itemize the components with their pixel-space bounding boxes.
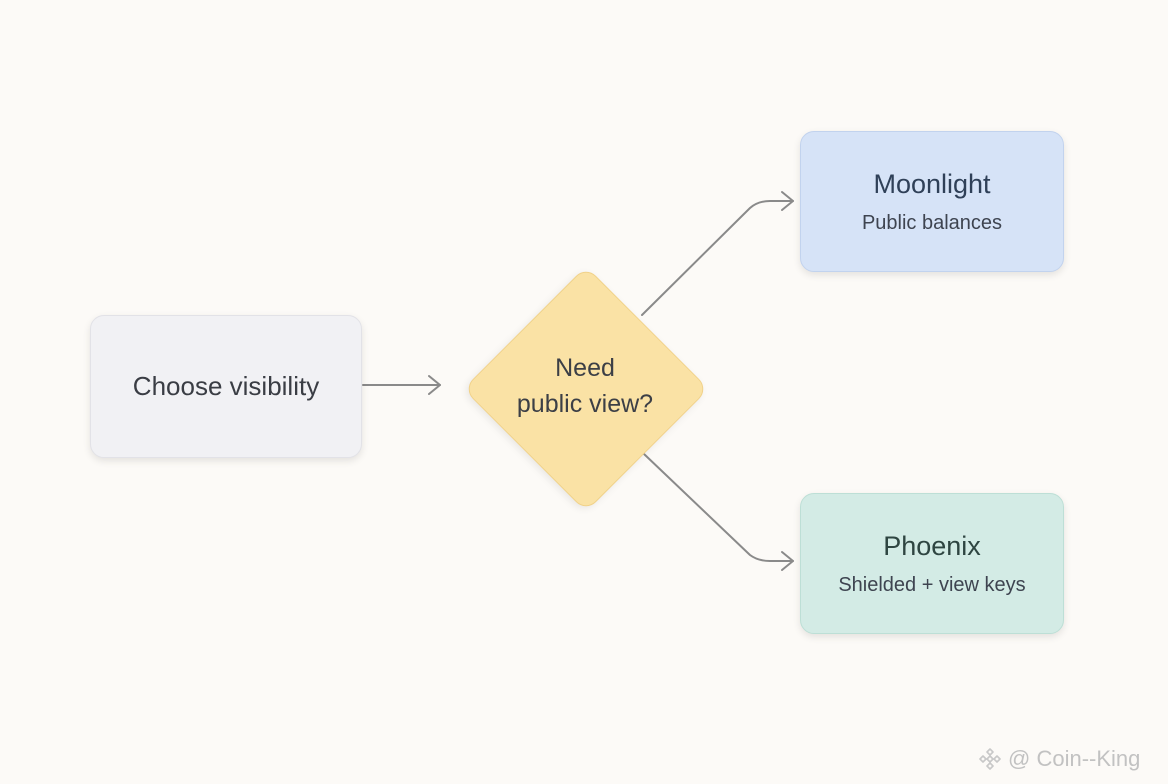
- moonlight-title: Moonlight: [873, 168, 991, 199]
- start-node-label: Choose visibility: [132, 371, 320, 401]
- arrow-decision-to-phoenix-head: [781, 551, 794, 571]
- start-node: Choose visibility: [90, 315, 362, 458]
- decision-line-1: Need: [555, 354, 615, 382]
- phoenix-title: Phoenix: [883, 530, 981, 561]
- arrow-decision-to-moonlight-head: [781, 191, 794, 211]
- arrow-start-to-decision-head: [428, 375, 441, 395]
- decision-node-label: Need public view?: [485, 350, 685, 422]
- binance-logo-icon: [979, 748, 1001, 770]
- decision-line-2: public view?: [516, 390, 654, 418]
- phoenix-node: Phoenix Shielded + view keys: [800, 493, 1064, 634]
- arrow-decision-to-moonlight: [641, 200, 794, 316]
- moonlight-node: Moonlight Public balances: [800, 131, 1064, 272]
- watermark: @ Coin--King: [978, 746, 1140, 772]
- arrow-decision-to-phoenix: [643, 453, 794, 562]
- moonlight-subtitle: Public balances: [861, 211, 1003, 234]
- watermark-text: @ Coin--King: [1008, 746, 1141, 771]
- phoenix-subtitle: Shielded + view keys: [838, 573, 1026, 596]
